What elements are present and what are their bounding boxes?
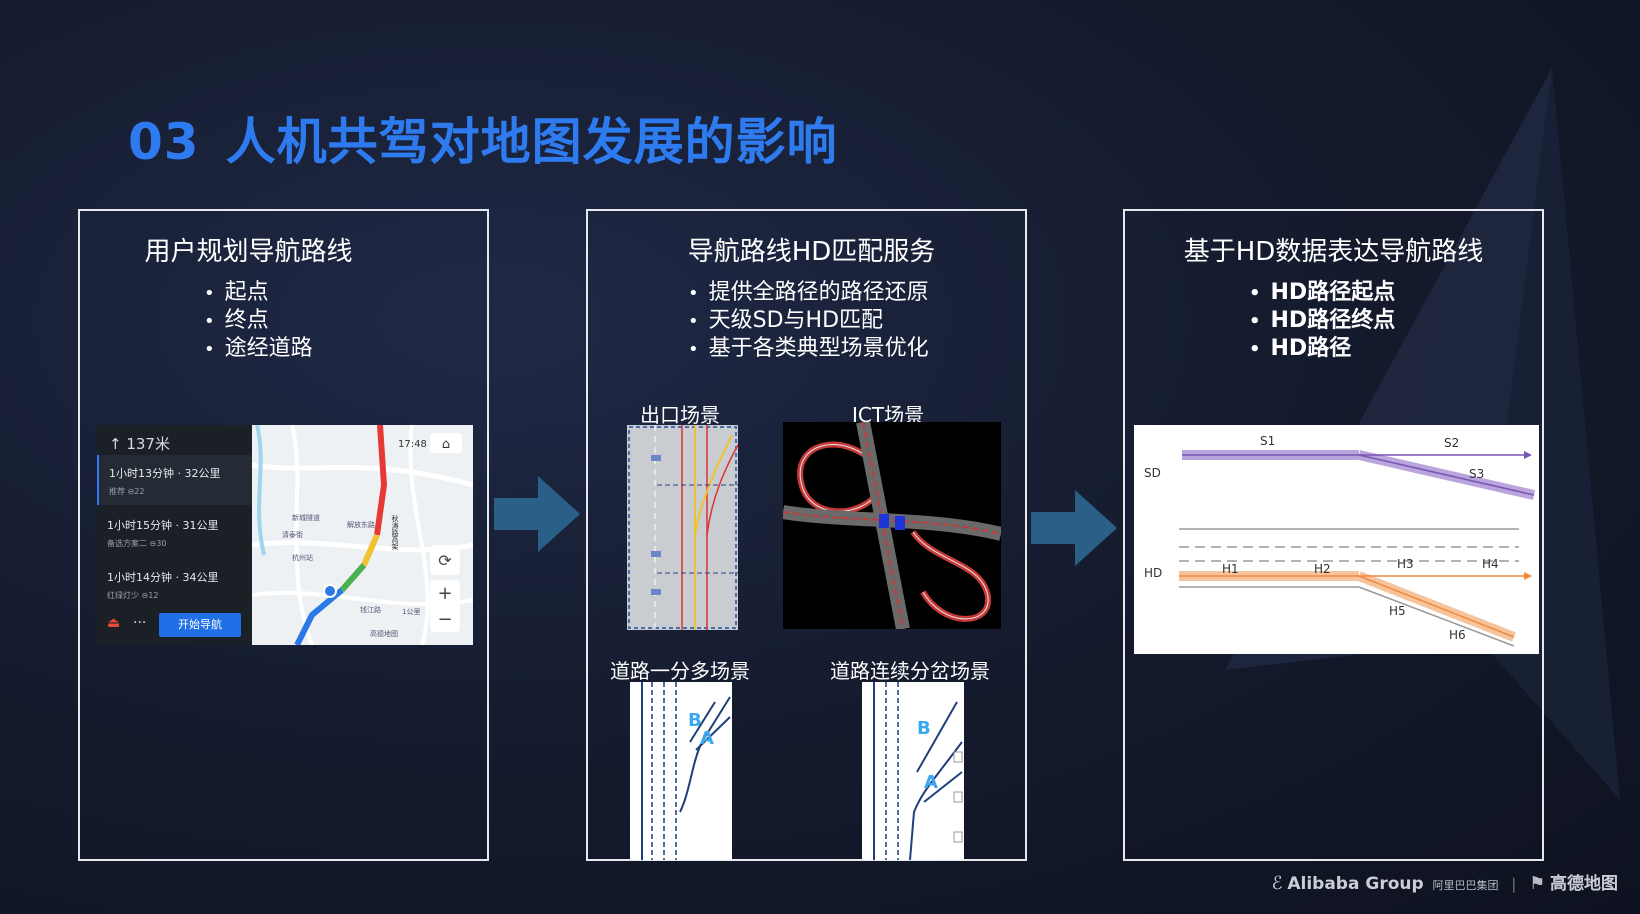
map-roads: ⌂ ⟳ + − bbox=[251, 425, 473, 645]
bullet-list: HD路径起点 HD路径终点 HD路径 bbox=[1249, 279, 1396, 363]
turn-distance: ↑ 137米 bbox=[109, 435, 170, 453]
hd-segment-label: H2 bbox=[1314, 562, 1331, 576]
svg-text:⟳: ⟳ bbox=[438, 551, 452, 570]
sd-segment-label: S3 bbox=[1469, 467, 1484, 481]
flow-arrow-icon bbox=[1031, 490, 1117, 566]
bullet-item: 途经道路 bbox=[204, 335, 313, 363]
bullet-item: 终点 bbox=[204, 307, 313, 335]
bullet-list: 提供全路径的路径还原 天级SD与HD匹配 基于各类典型场景优化 bbox=[688, 279, 929, 363]
map-label: 杭州站 bbox=[292, 554, 313, 562]
bullet-item: 基于各类典型场景优化 bbox=[688, 335, 929, 363]
bullet-item: HD路径 bbox=[1249, 335, 1395, 363]
alibaba-group-cn: 阿里巴巴集团 bbox=[1432, 879, 1499, 892]
map-logo: 高德地图 bbox=[370, 630, 398, 638]
map-label: 清泰街 bbox=[282, 531, 303, 539]
label-a: A bbox=[700, 728, 714, 749]
panel-title: 基于HD数据表达导航路线 bbox=[1183, 237, 1484, 267]
alibaba-logo-icon: ℰ bbox=[1271, 873, 1283, 894]
amap-brand-name: 高德地图 bbox=[1550, 874, 1618, 894]
panel-user-route: 用户规划导航路线 起点 终点 途经道路 ↑ 137米 1小时13分钟 · 32公… bbox=[78, 209, 489, 861]
exit-icon[interactable]: ⏏ bbox=[107, 615, 121, 631]
hd-label: HD bbox=[1144, 566, 1162, 580]
navigation-screenshot: ↑ 137米 1小时13分钟 · 32公里 推荐 ⊖22 1小时15分钟 · 3… bbox=[97, 425, 473, 645]
bullet-list: 起点 终点 途经道路 bbox=[204, 279, 313, 363]
map-label: 新城隧道 bbox=[292, 514, 320, 522]
route-summary: 1小时14分钟 · 34公里 bbox=[107, 571, 219, 584]
panel-title: 用户规划导航路线 bbox=[144, 237, 353, 267]
bullet-item: HD路径终点 bbox=[1249, 307, 1396, 335]
route-detail: 备选方案二 ⊖30 bbox=[107, 539, 167, 548]
label-a: A bbox=[924, 772, 938, 793]
map-view[interactable]: ⌂ ⟳ + − 17:48 新城隧道 解放东路 清泰街 杭州站 钱江路 秋涛路高… bbox=[251, 425, 473, 645]
hd-segment-label: H1 bbox=[1222, 562, 1239, 576]
svg-text:⌂: ⌂ bbox=[442, 437, 450, 452]
jct-scene-image bbox=[783, 422, 1001, 629]
route-summary: 1小时15分钟 · 31公里 bbox=[107, 519, 219, 532]
label-b: B bbox=[688, 710, 702, 731]
scene-label-exit: 出口场景 bbox=[640, 403, 720, 427]
map-label: 钱江路 bbox=[360, 606, 381, 614]
bullet-item: 提供全路径的路径还原 bbox=[688, 279, 929, 307]
map-time: 17:48 bbox=[398, 439, 427, 450]
slide-title: 03 人机共驾对地图发展的影响 bbox=[128, 102, 838, 174]
bullet-item: 天级SD与HD匹配 bbox=[688, 307, 929, 335]
panel-hd-expression: 基于HD数据表达导航路线 HD路径起点 HD路径终点 HD路径 SD S1 S2… bbox=[1123, 209, 1544, 861]
sd-segment-label: S1 bbox=[1260, 434, 1275, 448]
sd-hd-diagram: SD S1 S2 S3 HD H1 H2 H3 H4 H5 H6 bbox=[1134, 425, 1539, 654]
sd-label: SD bbox=[1144, 466, 1161, 480]
route-option[interactable]: 1小时15分钟 · 31公里 备选方案二 ⊖30 bbox=[97, 507, 252, 557]
amap-logo-icon: ⚑ bbox=[1529, 873, 1546, 894]
bullet-item: HD路径起点 bbox=[1249, 279, 1396, 307]
hd-segment-label: H6 bbox=[1449, 628, 1466, 642]
svg-text:+: + bbox=[437, 583, 452, 604]
hd-segment-label: H3 bbox=[1397, 557, 1414, 571]
continuous-split-scene-image: B A bbox=[862, 682, 964, 860]
sd-segment-label: S2 bbox=[1444, 436, 1459, 450]
route-option[interactable]: 1小时14分钟 · 34公里 红绿灯少 ⊖12 bbox=[97, 559, 252, 609]
map-scale: 1公里 bbox=[402, 608, 421, 616]
svg-text:−: − bbox=[437, 609, 452, 630]
panel-hd-matching: 导航路线HD匹配服务 提供全路径的路径还原 天级SD与HD匹配 基于各类典型场景… bbox=[586, 209, 1027, 861]
hd-segment-label: H4 bbox=[1482, 557, 1499, 571]
scene-label-continuous: 道路连续分岔场景 bbox=[830, 659, 990, 683]
more-button[interactable]: ··· bbox=[133, 615, 147, 631]
route-detail: 推荐 ⊖22 bbox=[109, 487, 145, 496]
start-navigation-button[interactable]: 开始导航 bbox=[159, 613, 241, 637]
bullet-item: 起点 bbox=[204, 279, 313, 307]
map-label: 解放东路 bbox=[347, 521, 375, 529]
label-b: B bbox=[917, 718, 931, 739]
route-summary: 1小时13分钟 · 32公里 bbox=[109, 467, 221, 480]
route-option[interactable]: 1小时13分钟 · 32公里 推荐 ⊖22 bbox=[97, 455, 252, 505]
alibaba-group-name: Alibaba Group bbox=[1287, 874, 1424, 894]
route-list-panel: ↑ 137米 1小时13分钟 · 32公里 推荐 ⊖22 1小时15分钟 · 3… bbox=[97, 425, 252, 645]
split-scene-image: B A bbox=[630, 682, 732, 860]
brand-logos: ℰ Alibaba Group 阿里巴巴集团 | ⚑ 高德地图 bbox=[1271, 873, 1618, 894]
map-label: 秋涛路高架 bbox=[391, 515, 399, 550]
hd-segment-label: H5 bbox=[1389, 604, 1406, 618]
route-detail: 红绿灯少 ⊖12 bbox=[107, 591, 159, 600]
slide-title-text: 人机共驾对地图发展的影响 bbox=[225, 113, 838, 171]
slide-number: 03 bbox=[128, 113, 200, 171]
flow-arrow-icon bbox=[494, 476, 580, 552]
panel-title: 导航路线HD匹配服务 bbox=[687, 237, 936, 267]
exit-scene-image bbox=[627, 425, 738, 630]
scene-label-split: 道路一分多场景 bbox=[610, 659, 750, 683]
